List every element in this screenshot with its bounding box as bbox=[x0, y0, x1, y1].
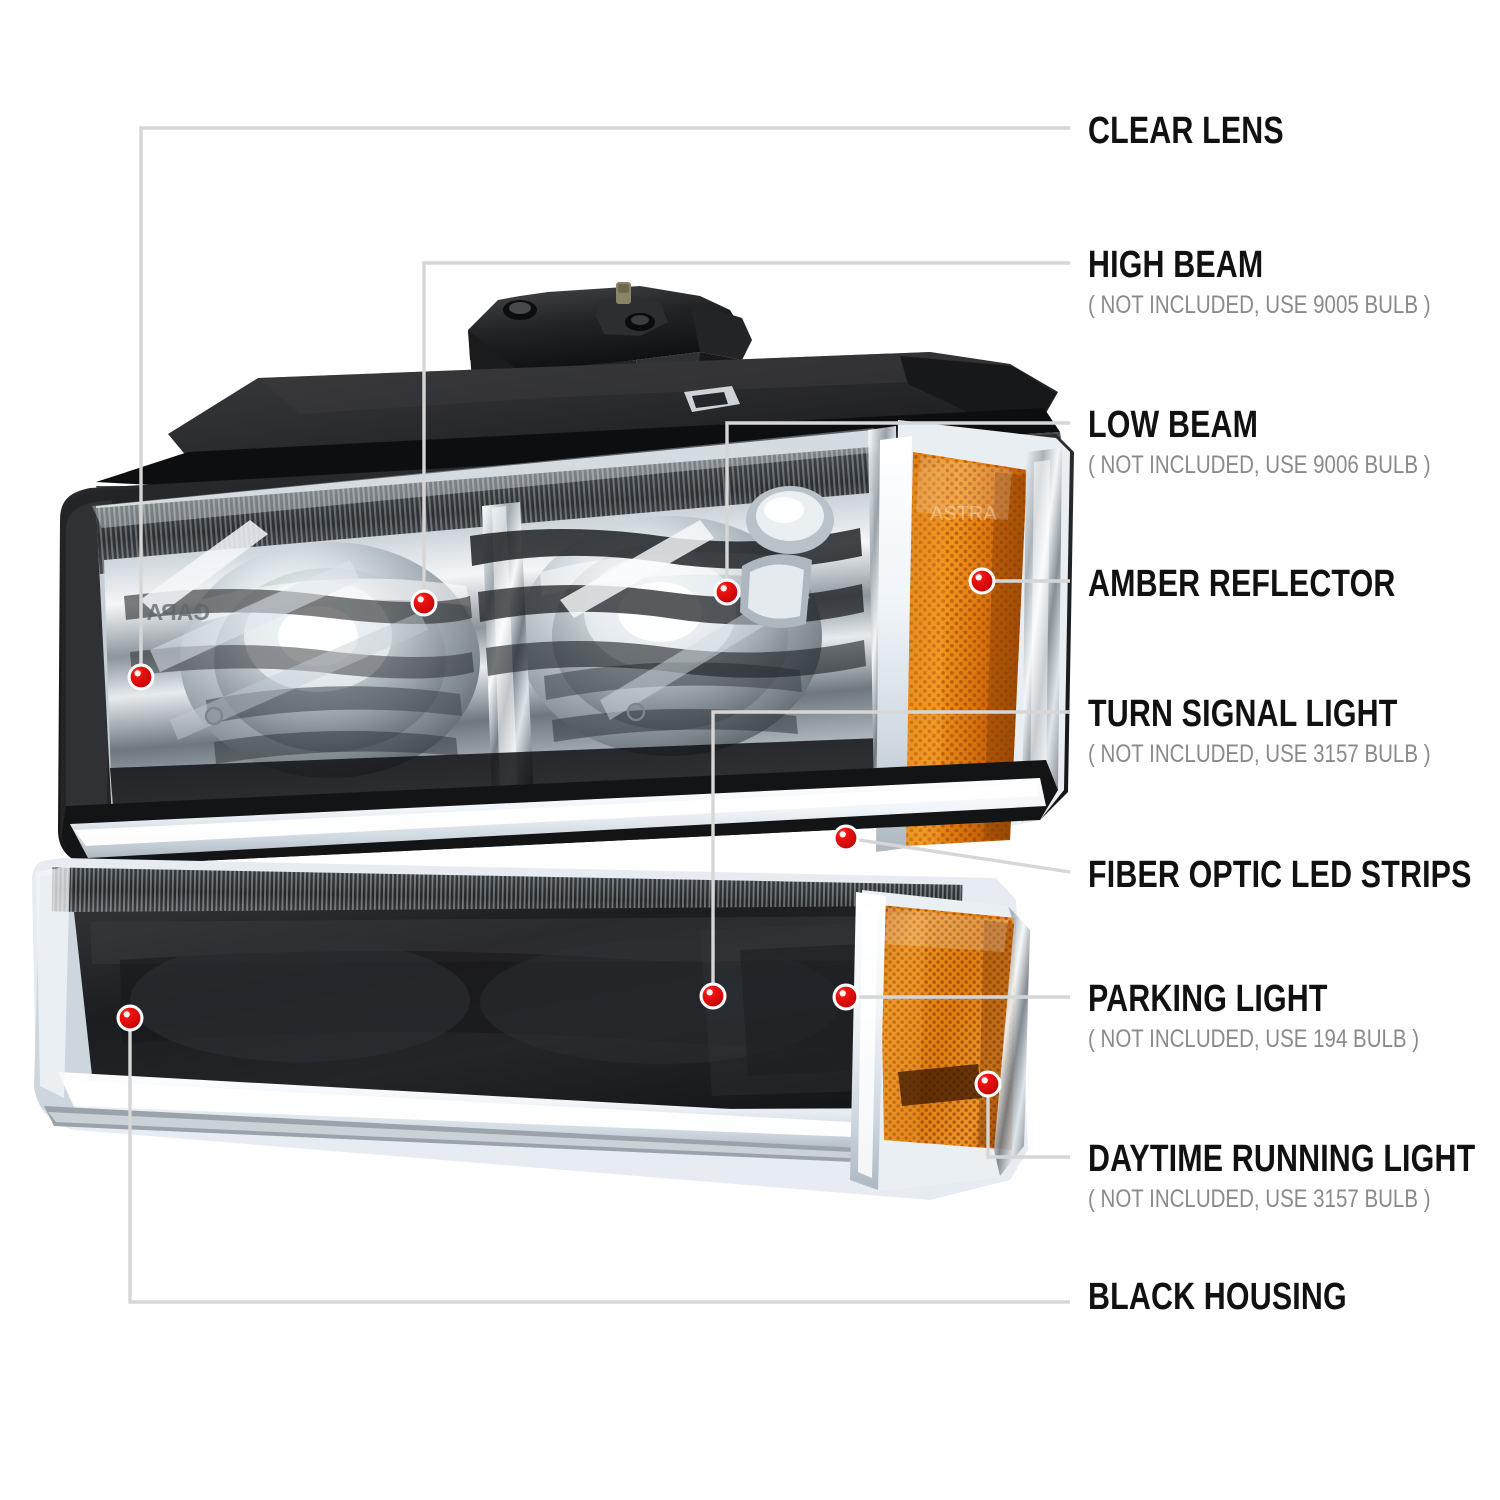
turn-signal-corner-lamp bbox=[850, 890, 1030, 1192]
leader-line-low-beam bbox=[725, 421, 1070, 592]
marker-amber-reflector[interactable] bbox=[968, 567, 996, 595]
leader-line-black-housing bbox=[128, 1018, 1070, 1304]
leader-line-daytime-running-light bbox=[986, 1084, 1070, 1159]
callout-parking-light: PARKING LIGHT ( NOT INCLUDED, USE 194 BUL… bbox=[1088, 980, 1492, 1052]
svg-text:CAPA: CAPA bbox=[147, 599, 210, 625]
lower-bumper-light-assembly bbox=[32, 858, 1030, 1200]
callout-title-turn-signal-light: TURN SIGNAL LIGHT bbox=[1088, 693, 1398, 735]
callout-turn-signal-light: TURN SIGNAL LIGHT ( NOT INCLUDED, USE 315… bbox=[1088, 695, 1500, 767]
upper-headlight-assembly: CAPA ASTRA bbox=[58, 282, 1074, 866]
callout-subtitle-high-beam: ( NOT INCLUDED, USE 9005 BULB ) bbox=[1088, 291, 1431, 319]
callout-title-parking-light: PARKING LIGHT bbox=[1088, 978, 1328, 1020]
callout-subtitle-parking-light: ( NOT INCLUDED, USE 194 BULB ) bbox=[1088, 1025, 1420, 1053]
marker-fiber-optic-led-strips[interactable] bbox=[832, 824, 860, 852]
leader-line-clear-lens bbox=[139, 126, 1070, 677]
callout-fiber-optic-led-strips: FIBER OPTIC LED STRIPS bbox=[1088, 856, 1500, 894]
callout-high-beam: HIGH BEAM ( NOT INCLUDED, USE 9005 BULB ) bbox=[1088, 246, 1500, 318]
callout-black-housing: BLACK HOUSING bbox=[1088, 1278, 1412, 1316]
marker-black-housing[interactable] bbox=[116, 1004, 144, 1032]
leader-line-high-beam bbox=[422, 261, 1070, 603]
callout-title-fiber-optic-led-strips: FIBER OPTIC LED STRIPS bbox=[1088, 854, 1472, 896]
svg-text:ASTRA: ASTRA bbox=[930, 503, 997, 525]
marker-high-beam[interactable] bbox=[410, 589, 438, 617]
callout-title-clear-lens: CLEAR LENS bbox=[1088, 110, 1284, 152]
leader-lines bbox=[128, 126, 1071, 1304]
marker-low-beam[interactable] bbox=[713, 578, 741, 606]
callout-title-low-beam: LOW BEAM bbox=[1088, 404, 1259, 446]
callout-title-black-housing: BLACK HOUSING bbox=[1088, 1276, 1347, 1318]
clear-lens-window: CAPA bbox=[96, 430, 878, 820]
callout-low-beam: LOW BEAM ( NOT INCLUDED, USE 9006 BULB ) bbox=[1088, 406, 1500, 478]
callout-subtitle-daytime-running-light: ( NOT INCLUDED, USE 3157 BULB ) bbox=[1088, 1185, 1431, 1213]
callout-clear-lens: CLEAR LENS bbox=[1088, 112, 1333, 150]
callout-markers bbox=[116, 567, 1002, 1098]
leader-line-turn-signal-light bbox=[711, 710, 1070, 996]
callout-subtitle-low-beam: ( NOT INCLUDED, USE 9006 BULB ) bbox=[1088, 451, 1431, 479]
marker-turn-signal-light[interactable] bbox=[699, 982, 727, 1010]
callout-subtitle-turn-signal-light: ( NOT INCLUDED, USE 3157 BULB ) bbox=[1088, 740, 1431, 768]
leader-line-fiber-optic-led-strips bbox=[845, 836, 1071, 874]
callout-title-high-beam: HIGH BEAM bbox=[1088, 244, 1264, 286]
marker-parking-light[interactable] bbox=[832, 983, 860, 1011]
marker-clear-lens[interactable] bbox=[127, 663, 155, 691]
marker-daytime-running-light[interactable] bbox=[974, 1070, 1002, 1098]
callout-title-amber-reflector: AMBER REFLECTOR bbox=[1088, 563, 1396, 605]
callout-amber-reflector: AMBER REFLECTOR bbox=[1088, 565, 1472, 603]
callout-daytime-running-light: DAYTIME RUNNING LIGHT ( NOT INCLUDED, USE… bbox=[1088, 1140, 1500, 1212]
callout-title-daytime-running-light: DAYTIME RUNNING LIGHT bbox=[1088, 1138, 1476, 1180]
